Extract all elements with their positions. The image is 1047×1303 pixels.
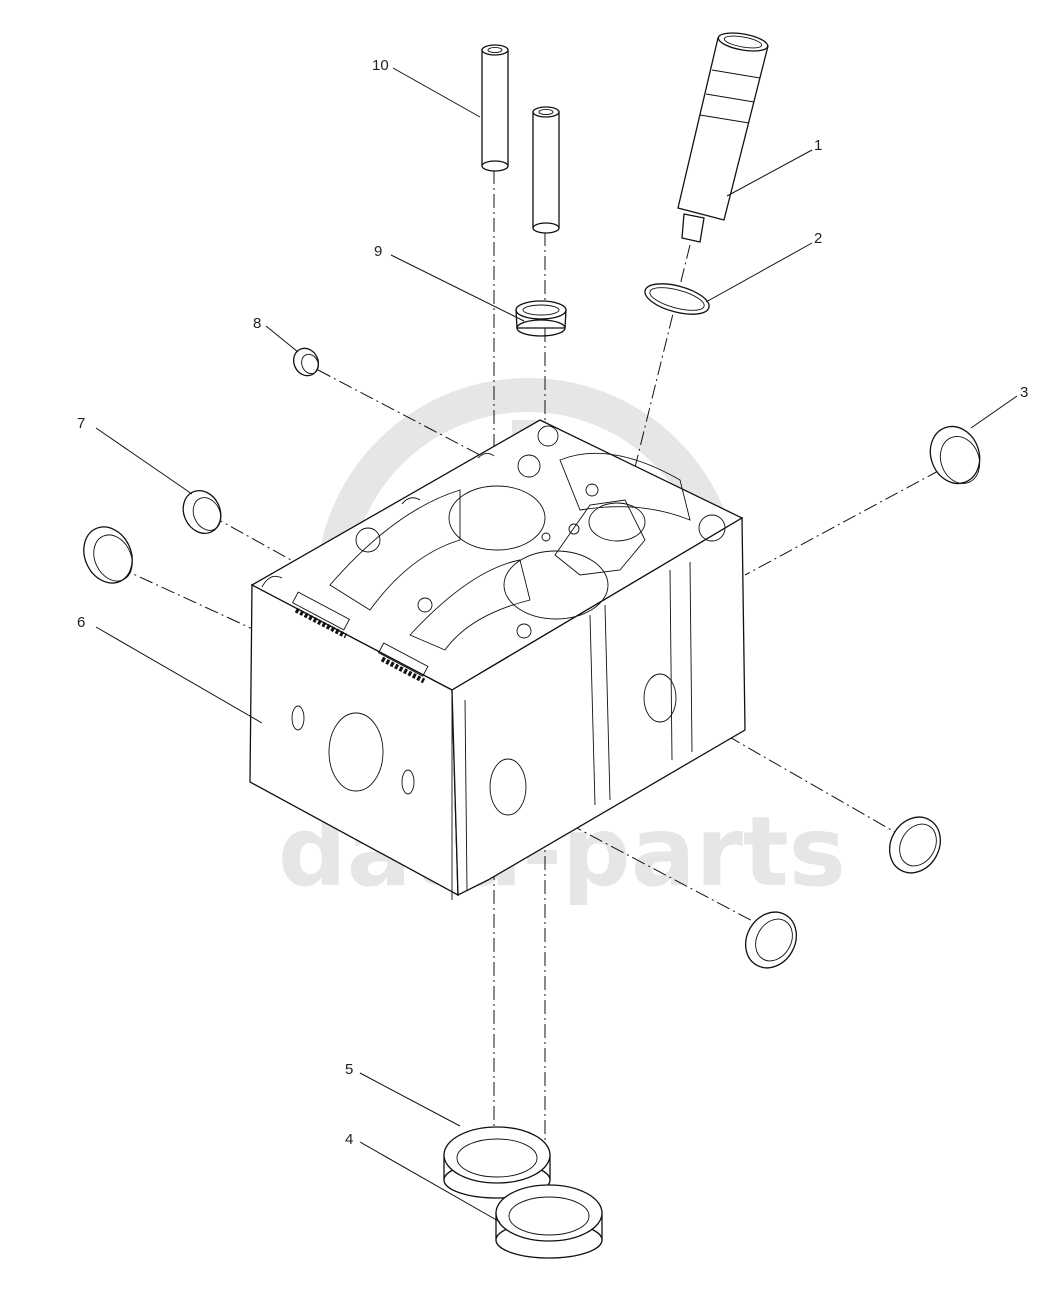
- callout-7: 7: [77, 415, 85, 432]
- valve-guides-10: [481, 44, 560, 234]
- callout-5: 5: [345, 1061, 353, 1078]
- callout-labels: 1 2 3 4 5 6 7 8 9 10: [77, 57, 1028, 1148]
- expansion-plug-right-lower: [889, 816, 941, 874]
- leader-lines: [95, 67, 1018, 1223]
- o-ring: [644, 283, 710, 315]
- cylinder-head: [249, 419, 746, 900]
- expansion-plug-3: [929, 425, 981, 485]
- callout-2: 2: [814, 230, 822, 247]
- expansion-plug-left: [83, 526, 133, 584]
- callout-1: 1: [814, 137, 822, 154]
- valve-seat-ring-4: [495, 1184, 603, 1259]
- valve-seat-ring-5: [443, 1126, 551, 1199]
- callout-10: 10: [372, 57, 389, 74]
- callout-8: 8: [253, 315, 261, 332]
- callout-3: 3: [1020, 384, 1028, 401]
- callout-9: 9: [374, 243, 382, 260]
- callout-4: 4: [345, 1131, 353, 1148]
- expansion-plug-front: [745, 911, 797, 969]
- injector: [677, 32, 769, 243]
- dowel-8: [292, 347, 320, 377]
- small-plug-7: [182, 490, 222, 534]
- callout-6: 6: [77, 614, 85, 631]
- expansion-plugs: [83, 425, 981, 969]
- valve-seal-9: [515, 300, 567, 337]
